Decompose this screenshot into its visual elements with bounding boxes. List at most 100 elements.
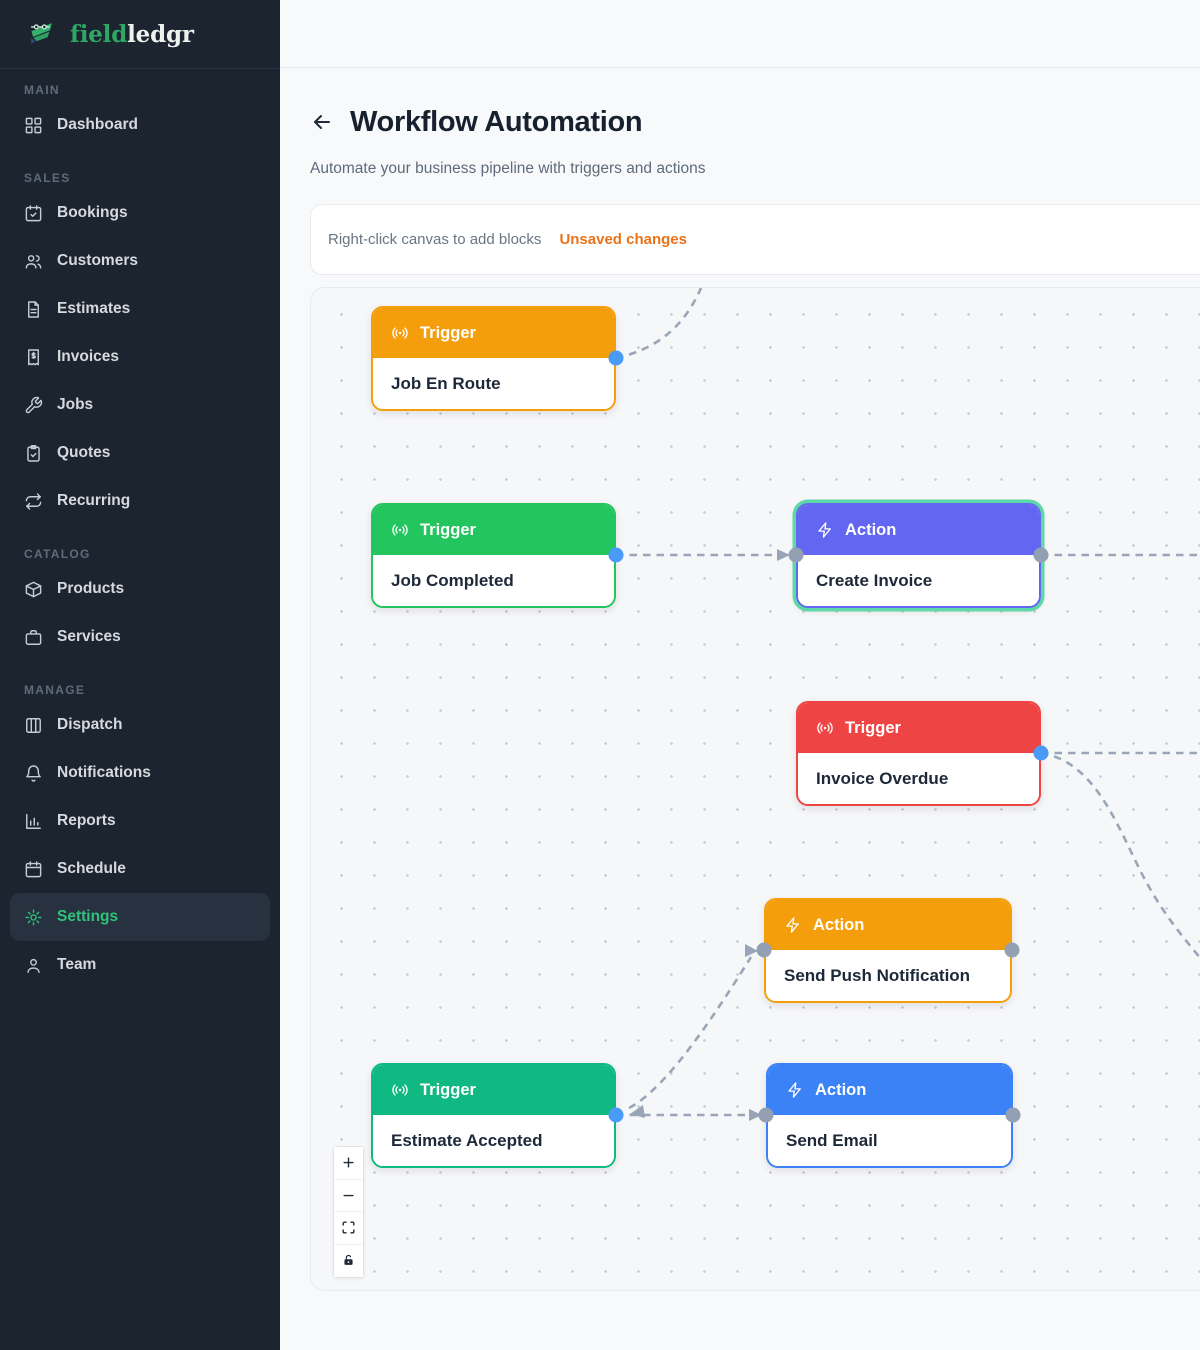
sidebar-item-quotes[interactable]: Quotes	[0, 429, 280, 477]
sidebar-item-customers[interactable]: Customers	[0, 237, 280, 285]
connection-port[interactable]	[1033, 745, 1049, 761]
bell-icon	[24, 764, 43, 783]
connection-port[interactable]	[608, 1107, 624, 1123]
topbar	[280, 0, 1200, 68]
radio-icon	[391, 521, 409, 539]
workflow-node-estimate-accepted[interactable]: Trigger Estimate Accepted	[371, 1063, 616, 1168]
node-label: Job En Route	[391, 373, 501, 393]
sidebar-item-settings[interactable]: Settings	[10, 893, 270, 941]
node-kind-label: Trigger	[420, 520, 476, 539]
node-kind-label: Action	[813, 915, 865, 934]
edge-arrowhead	[745, 944, 758, 957]
connection-port[interactable]	[788, 547, 804, 563]
sidebar-section-label: CATALOG	[24, 547, 91, 561]
sidebar-item-bookings[interactable]: Bookings	[0, 189, 280, 237]
zoom-out-button[interactable]	[334, 1179, 363, 1212]
repeat-icon	[24, 492, 43, 511]
back-button[interactable]	[310, 110, 334, 134]
sidebar-nav: MAIN Dashboard SALES Bookings Customers …	[0, 69, 280, 989]
sidebar-item-recurring[interactable]: Recurring	[0, 477, 280, 525]
edge-job-en-route-out	[615, 288, 703, 360]
node-header: Trigger	[798, 703, 1039, 753]
users-icon	[24, 252, 43, 271]
sidebar-item-label: Dispatch	[57, 716, 123, 733]
workflow-node-create-invoice[interactable]: Action Create Invoice	[796, 503, 1041, 608]
sidebar-item-label: Customers	[57, 252, 138, 269]
sidebar-item-services[interactable]: Services	[0, 613, 280, 661]
user-icon	[24, 956, 43, 975]
workflow-node-job-en-route[interactable]: Trigger Job En Route	[371, 306, 616, 411]
sidebar-section-label: MAIN	[24, 83, 60, 97]
workflow-toolbar: Right-click canvas to add blocks Unsaved…	[310, 204, 1200, 275]
node-kind-label: Action	[815, 1080, 867, 1099]
calendar-icon	[24, 860, 43, 879]
fit-view-icon	[341, 1220, 356, 1235]
connection-port[interactable]	[1004, 942, 1020, 958]
workflow-node-send-email[interactable]: Action Send Email	[766, 1063, 1013, 1168]
connection-port[interactable]	[1033, 547, 1049, 563]
columns-icon	[24, 716, 43, 735]
node-body: Create Invoice	[798, 555, 1039, 606]
node-body: Job En Route	[373, 358, 614, 409]
receipt-icon	[24, 348, 43, 367]
node-label: Job Completed	[391, 570, 514, 590]
node-label: Create Invoice	[816, 570, 933, 590]
sidebar-item-schedule[interactable]: Schedule	[0, 845, 280, 893]
sidebar-item-estimates[interactable]: Estimates	[0, 285, 280, 333]
node-label: Estimate Accepted	[391, 1130, 543, 1150]
sidebar-item-label: Reports	[57, 812, 116, 829]
node-body: Send Push Notification	[766, 950, 1010, 1001]
sidebar-item-label: Recurring	[57, 492, 131, 509]
workflow-canvas[interactable]: Trigger Job En Route Trigger Job Complet…	[310, 287, 1200, 1291]
calendar-check-icon	[24, 204, 43, 223]
sidebar-item-invoices[interactable]: Invoices	[0, 333, 280, 381]
node-label: Invoice Overdue	[816, 768, 949, 788]
page-title: Workflow Automation	[350, 105, 643, 138]
sidebar-section-label: MANAGE	[24, 683, 86, 697]
sidebar-item-notifications[interactable]: Notifications	[0, 749, 280, 797]
node-header: Action	[768, 1065, 1011, 1115]
node-header: Action	[766, 900, 1010, 950]
connection-port[interactable]	[608, 350, 624, 366]
plus-icon	[341, 1155, 356, 1170]
sidebar-item-dashboard[interactable]: Dashboard	[0, 101, 280, 149]
content: Workflow Automation Automate your busine…	[280, 68, 1200, 1350]
zap-icon	[816, 521, 834, 539]
zoom-in-button[interactable]	[334, 1147, 363, 1180]
node-body: Job Completed	[373, 555, 614, 606]
edge-arrowhead	[777, 549, 790, 561]
node-kind-label: Trigger	[845, 718, 901, 737]
sidebar: fieldledgr MAIN Dashboard SALES Bookings…	[0, 0, 280, 1350]
fit-view-button[interactable]	[334, 1212, 363, 1245]
workflow-node-job-completed[interactable]: Trigger Job Completed	[371, 503, 616, 608]
sidebar-item-jobs[interactable]: Jobs	[0, 381, 280, 429]
file-text-icon	[24, 300, 43, 319]
connection-port[interactable]	[1005, 1107, 1021, 1123]
gear-icon	[24, 908, 43, 927]
minus-icon	[341, 1188, 356, 1203]
connection-port[interactable]	[758, 1107, 774, 1123]
package-icon	[24, 580, 43, 599]
sidebar-item-label: Products	[57, 580, 125, 597]
sidebar-item-team[interactable]: Team	[0, 941, 280, 989]
node-body: Estimate Accepted	[373, 1115, 614, 1166]
clipboard-check-icon	[24, 444, 43, 463]
sidebar-item-reports[interactable]: Reports	[0, 797, 280, 845]
sidebar-item-label: Invoices	[57, 348, 120, 365]
sidebar-item-dispatch[interactable]: Dispatch	[0, 701, 280, 749]
connection-port[interactable]	[756, 942, 772, 958]
lock-open-icon	[341, 1253, 356, 1268]
sidebar-item-label: Dashboard	[57, 116, 138, 133]
sidebar-item-label: Bookings	[57, 204, 128, 221]
sidebar-item-label: Notifications	[57, 764, 151, 781]
connection-port[interactable]	[608, 547, 624, 563]
workflow-node-invoice-overdue[interactable]: Trigger Invoice Overdue	[796, 701, 1041, 806]
main-area: Workflow Automation Automate your busine…	[280, 0, 1200, 1350]
sidebar-item-products[interactable]: Products	[0, 565, 280, 613]
fieldledgr-logo-icon	[24, 17, 58, 51]
brand-name: fieldledgr	[70, 20, 194, 48]
workflow-node-send-push-notification[interactable]: Action Send Push Notification	[764, 898, 1012, 1003]
sidebar-item-label: Schedule	[57, 860, 126, 877]
toggle-lock-button[interactable]	[334, 1244, 363, 1277]
wrench-icon	[24, 396, 43, 415]
